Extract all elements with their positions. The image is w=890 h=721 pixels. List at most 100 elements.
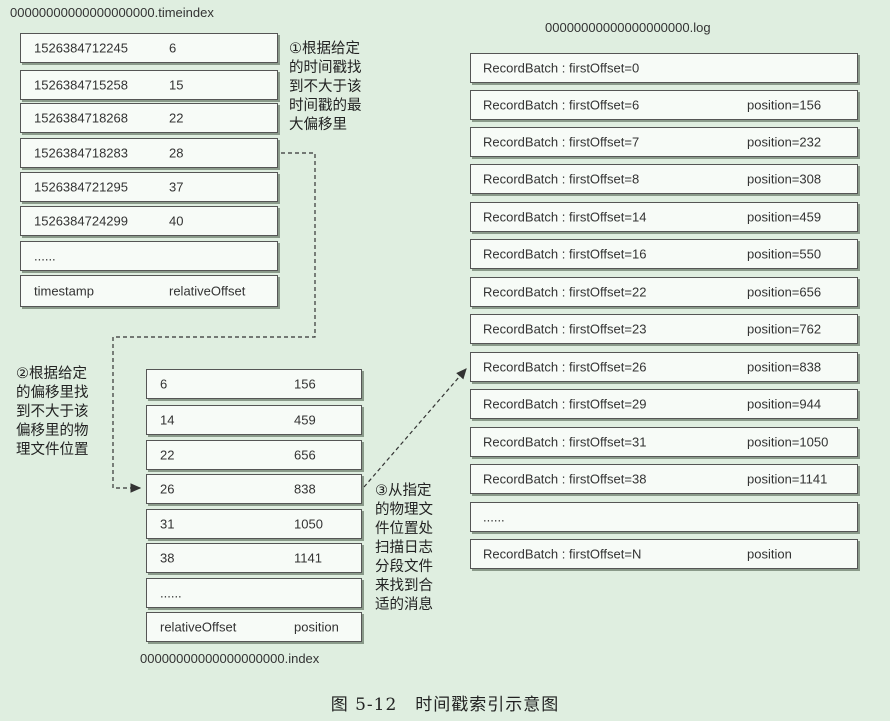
annotation-line: 扫描日志 [375, 540, 433, 556]
annotation-line: 时间戳的最 [289, 98, 362, 114]
log-position-cell: position=656 [747, 284, 822, 300]
annotation-line: 件位置处 [375, 521, 433, 537]
index-file-label: 00000000000000000000.index [140, 651, 320, 666]
index-ellipsis-cell: ...... [160, 585, 182, 601]
timeindex-timestamp-cell: 1526384718283 [34, 145, 128, 161]
index-position-cell: 156 [294, 376, 316, 392]
log-ellipsis-cell: ...... [483, 509, 505, 525]
timeindex-row: 1526384724299 40 [20, 206, 278, 236]
log-row: RecordBatch : firstOffset=26 position=838 [470, 352, 858, 382]
timeindex-row: 1526384718283 28 [20, 138, 278, 168]
log-first-offset-cell: RecordBatch : firstOffset=23 [483, 321, 647, 337]
step2-annotation: ②根据给定 的偏移里找 到不大于该 偏移里的物 理文件位置 [16, 365, 89, 460]
annotation-line: 的物理文 [375, 502, 433, 518]
index-to-log-connector [363, 368, 467, 488]
annotation-line: 到不大于该 [289, 79, 362, 95]
log-row: RecordBatch : firstOffset=6 position=156 [470, 90, 858, 120]
log-position-cell: position=308 [747, 171, 822, 187]
annotation-line: ①根据给定 [289, 41, 360, 57]
annotation-line: 来找到合 [375, 578, 433, 594]
index-row: 6 156 [146, 369, 362, 399]
timeindex-ellipsis-cell: ...... [34, 248, 56, 264]
annotation-line: ③从指定 [375, 483, 432, 499]
log-position-cell: position=762 [747, 321, 822, 337]
annotation-line: ②根据给定 [16, 366, 87, 382]
timeindex-offset-cell: 28 [169, 145, 184, 161]
index-offset-cell: 26 [160, 481, 175, 497]
index-position-cell: 459 [294, 412, 316, 428]
index-position-header: position [294, 619, 339, 635]
log-row: RecordBatch : firstOffset=31 position=105… [470, 427, 858, 457]
timeindex-timestamp-header: timestamp [34, 283, 94, 299]
index-header-row: relativeOffset position [146, 612, 362, 642]
annotation-line: 适的消息 [375, 597, 433, 613]
log-first-offset-cell: RecordBatch : firstOffset=31 [483, 434, 647, 450]
step1-annotation: ①根据给定 的时间戳找 到不大于该 时间戳的最 大偏移里 [289, 40, 362, 135]
index-offset-header: relativeOffset [160, 619, 237, 635]
index-position-cell: 1050 [294, 516, 323, 532]
log-first-offset-cell: RecordBatch : firstOffset=N [483, 546, 642, 562]
index-position-cell: 838 [294, 481, 316, 497]
log-position-cell: position=838 [747, 359, 822, 375]
timeindex-offset-cell: 40 [169, 213, 184, 229]
log-row: RecordBatch : firstOffset=8 position=308 [470, 164, 858, 194]
log-row: ...... [470, 502, 858, 532]
timeindex-offset-cell: 15 [169, 77, 184, 93]
index-position-cell: 1141 [294, 550, 322, 566]
log-row: RecordBatch : firstOffset=22 position=656 [470, 277, 858, 307]
index-row: 31 1050 [146, 509, 362, 539]
log-first-offset-cell: RecordBatch : firstOffset=8 [483, 171, 640, 187]
timeindex-offset-cell: 22 [169, 110, 184, 126]
timeindex-header-row: timestamp relativeOffset [20, 275, 278, 307]
timeindex-row: ...... [20, 241, 278, 271]
log-first-offset-cell: RecordBatch : firstOffset=38 [483, 471, 647, 487]
index-position-cell: 656 [294, 447, 316, 463]
log-row: RecordBatch : firstOffset=23 position=762 [470, 314, 858, 344]
log-first-offset-cell: RecordBatch : firstOffset=6 [483, 97, 640, 113]
log-row: RecordBatch : firstOffset=0 [470, 53, 858, 83]
step3-annotation: ③从指定 的物理文 件位置处 扫描日志 分段文件 来找到合 适的消息 [375, 482, 433, 615]
log-first-offset-cell: RecordBatch : firstOffset=22 [483, 284, 647, 300]
log-position-cell: position=550 [747, 246, 822, 262]
annotation-line: 大偏移里 [289, 117, 347, 133]
annotation-line: 分段文件 [375, 559, 433, 575]
timeindex-timestamp-cell: 1526384724299 [34, 213, 128, 229]
index-row: 38 1141 [146, 543, 362, 573]
log-first-offset-cell: RecordBatch : firstOffset=14 [483, 209, 647, 225]
timeindex-file-label: 00000000000000000000.timeindex [10, 5, 214, 20]
index-row: ...... [146, 578, 362, 608]
log-position-cell: position=944 [747, 396, 822, 412]
figure-caption: 图 5-12 时间戳索引示意图 [330, 695, 560, 715]
log-first-offset-cell: RecordBatch : firstOffset=0 [483, 60, 640, 76]
index-offset-cell: 22 [160, 447, 175, 463]
annotation-line: 的偏移里找 [16, 385, 89, 401]
index-offset-cell: 38 [160, 550, 175, 566]
log-position-cell: position [747, 546, 792, 562]
log-row: RecordBatch : firstOffset=16 position=550 [470, 239, 858, 269]
timeindex-offset-cell: 37 [169, 179, 184, 195]
index-offset-cell: 31 [160, 516, 175, 532]
log-position-cell: position=1050 [747, 434, 829, 450]
timeindex-timestamp-cell: 1526384712245 [34, 40, 128, 56]
index-row: 22 656 [146, 440, 362, 470]
annotation-line: 到不大于该 [16, 404, 89, 420]
index-offset-cell: 6 [160, 376, 168, 392]
log-row: RecordBatch : firstOffset=N position [470, 539, 858, 569]
log-row: RecordBatch : firstOffset=7 position=232 [470, 127, 858, 157]
log-first-offset-cell: RecordBatch : firstOffset=16 [483, 246, 647, 262]
log-first-offset-cell: RecordBatch : firstOffset=7 [483, 134, 640, 150]
annotation-line: 偏移里的物 [16, 423, 89, 439]
log-position-cell: position=156 [747, 97, 822, 113]
timeindex-offset-header: relativeOffset [169, 283, 246, 299]
log-first-offset-cell: RecordBatch : firstOffset=26 [483, 359, 647, 375]
log-position-cell: position=232 [747, 134, 822, 150]
